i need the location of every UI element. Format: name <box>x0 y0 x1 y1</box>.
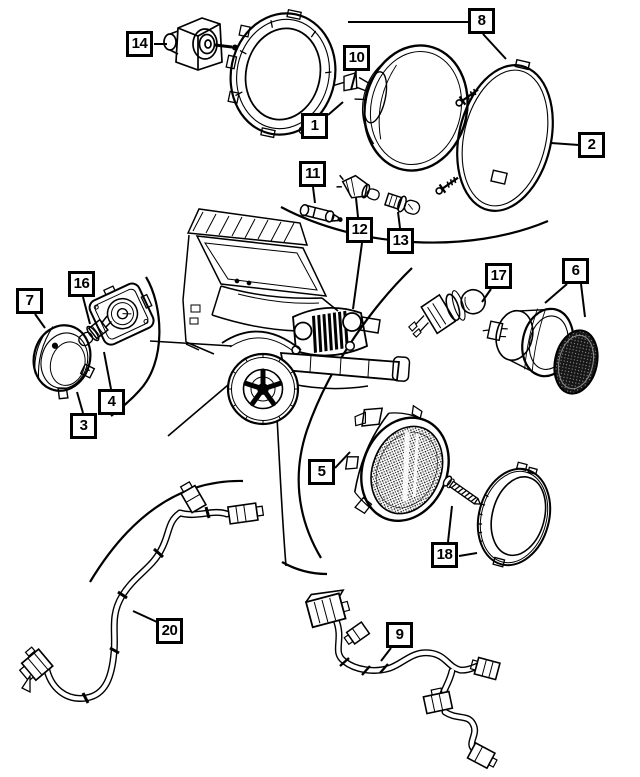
outer-ring-illustration <box>456 58 554 212</box>
leader-line-6 <box>544 283 568 304</box>
callout-12[interactable]: 12 <box>346 217 373 243</box>
leader-line-4 <box>103 351 112 390</box>
callout-1[interactable]: 1 <box>301 113 328 139</box>
callout-9[interactable]: 9 <box>386 622 413 648</box>
harness-9-illustration <box>304 589 501 770</box>
leader-line-16 <box>82 296 91 325</box>
leader-line-1 <box>327 101 344 116</box>
divider-arcs <box>89 206 549 583</box>
screw-illustration <box>442 475 482 505</box>
leveling-motor-illustration <box>163 17 239 71</box>
callout-7[interactable]: 7 <box>16 288 43 314</box>
fog-bulb-socket-illustration <box>408 288 486 338</box>
headlamp-illustration <box>333 44 469 172</box>
side-lamp-illustration <box>482 307 575 378</box>
callout-20[interactable]: 20 <box>156 618 183 644</box>
callout-2[interactable]: 2 <box>578 132 605 158</box>
bulb-12-illustration <box>336 174 380 201</box>
park-lamp-illustration <box>32 324 96 400</box>
callout-14[interactable]: 14 <box>126 31 153 57</box>
leader-line-8 <box>482 33 507 60</box>
callout-3[interactable]: 3 <box>70 413 97 439</box>
leader-line-18 <box>447 505 453 543</box>
fog-bezel-illustration <box>476 461 552 568</box>
leader-line-10 <box>350 70 357 91</box>
leader-line-17 <box>481 288 492 303</box>
leader-line-20 <box>132 610 158 623</box>
leader-line-13 <box>397 211 401 229</box>
callout-8[interactable]: 8 <box>468 8 495 34</box>
callout-11[interactable]: 11 <box>299 161 326 187</box>
leader-line-18 <box>458 552 478 557</box>
callout-5[interactable]: 5 <box>308 459 335 485</box>
fog-lamp-illustration <box>344 404 450 523</box>
bulb-13-illustration <box>383 192 421 215</box>
callout-6[interactable]: 6 <box>562 258 589 284</box>
ring-screw-icon <box>455 88 479 107</box>
callout-18[interactable]: 18 <box>431 542 458 568</box>
callout-10[interactable]: 10 <box>343 45 370 71</box>
callout-13[interactable]: 13 <box>387 228 414 254</box>
leader-line-5 <box>334 451 351 469</box>
leader-line-12 <box>355 197 359 218</box>
callout-4[interactable]: 4 <box>98 389 125 415</box>
leader-line-7 <box>34 313 46 329</box>
leader-line-3 <box>76 391 84 414</box>
leader-lines <box>34 21 586 662</box>
lamp-housing-illustration <box>88 282 155 346</box>
callout-17[interactable]: 17 <box>485 263 512 289</box>
leader-line-2 <box>550 142 580 146</box>
reflector-illustration <box>553 329 599 395</box>
harness-20-illustration <box>18 481 265 704</box>
leader-line-12 <box>352 242 363 310</box>
leader-line-6 <box>580 283 586 318</box>
leader-line-11 <box>312 186 316 204</box>
callout-16[interactable]: 16 <box>68 271 95 297</box>
bulb-11-illustration <box>299 203 343 223</box>
leader-line-9 <box>380 647 392 662</box>
vehicle-illustration <box>182 208 411 426</box>
ring-screw-icon <box>435 176 459 195</box>
